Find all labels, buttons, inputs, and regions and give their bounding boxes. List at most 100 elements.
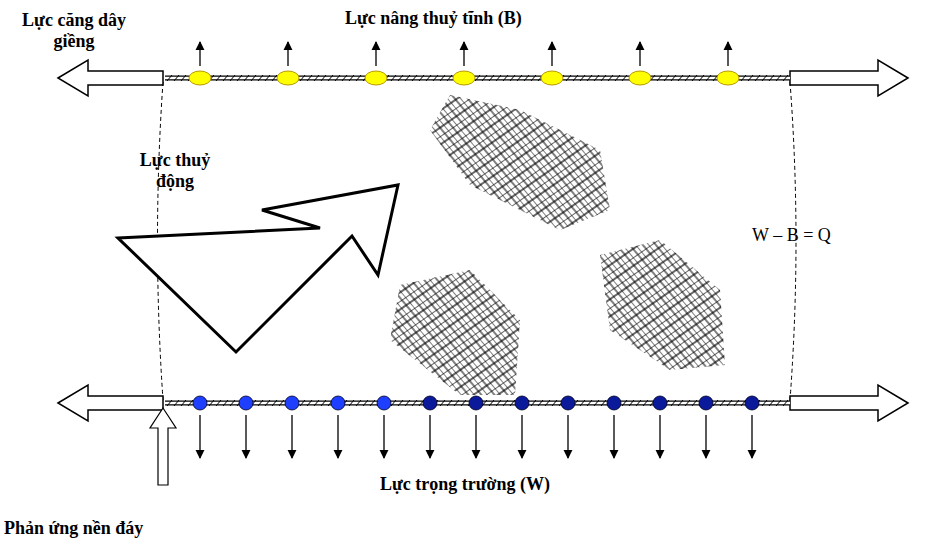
rope-twist [398, 400, 403, 406]
rope-twist [643, 400, 648, 406]
buoyancy-arrow [199, 42, 200, 66]
rope-twist [482, 75, 487, 81]
rope-twist [223, 400, 228, 406]
rope-twist [587, 75, 592, 81]
rope-twist [447, 400, 452, 406]
float [629, 71, 651, 85]
rope-twist [678, 75, 683, 81]
rope-twist [405, 75, 410, 81]
rope-twist [678, 400, 683, 406]
rope-twist [307, 75, 312, 81]
gravity-arrow [705, 415, 706, 458]
sinker [607, 396, 621, 410]
rope-twist [356, 400, 361, 406]
rope-twist [279, 400, 284, 406]
sinker [469, 396, 483, 410]
sinker [561, 396, 575, 410]
rope-twist [699, 75, 704, 81]
rope-twist [762, 400, 767, 406]
buoyancy-arrow [639, 42, 640, 66]
rope-twist [223, 75, 228, 81]
rope-twist [552, 400, 557, 406]
net-mesh [390, 95, 725, 395]
rope-twist [566, 75, 571, 81]
rope-twist [349, 400, 354, 406]
rope-twist [783, 75, 788, 81]
rope-twist [237, 75, 242, 81]
rope-twist [727, 400, 732, 406]
rope-twist [755, 75, 760, 81]
sinker [285, 396, 299, 410]
gravity-arrow [199, 415, 200, 458]
float [541, 71, 563, 85]
rope-twist [720, 400, 725, 406]
rope-twist [783, 400, 788, 406]
sinkers [193, 396, 759, 458]
hydrodynamic-arrow [118, 185, 398, 352]
rope-twist [489, 400, 494, 406]
buoyancy-arrow [463, 42, 464, 66]
sinker [699, 396, 713, 410]
rope-twist [265, 400, 270, 406]
rope-twist [188, 400, 193, 406]
sinker [745, 396, 759, 410]
rope-twist [174, 75, 179, 81]
gravity-arrow [659, 415, 660, 458]
rope-twist [671, 400, 676, 406]
rope [165, 76, 790, 81]
rope-twist [272, 400, 277, 406]
tension-arrow [790, 385, 908, 421]
sinker [193, 396, 207, 410]
gravity-arrow [429, 415, 430, 458]
rope-twist [776, 400, 781, 406]
rope-twist [594, 75, 599, 81]
rope-twist [573, 75, 578, 81]
rope-twist [503, 400, 508, 406]
gravity-arrow [475, 415, 476, 458]
rope-twist [251, 75, 256, 81]
buoyancy-arrow [727, 42, 728, 66]
rope-twist [419, 75, 424, 81]
sinker [377, 396, 391, 410]
rope-twist [391, 400, 396, 406]
tension-arrow [790, 60, 908, 96]
rope-twist [391, 75, 396, 81]
rope-twist [664, 75, 669, 81]
rope-twist [370, 400, 375, 406]
rope-twist [741, 75, 746, 81]
rope-twist [258, 75, 263, 81]
buoyancy-arrow [551, 42, 552, 66]
sinker [515, 396, 529, 410]
rope-twist [216, 400, 221, 406]
rope-twist [300, 75, 305, 81]
rope-twist [398, 75, 403, 81]
gravity-arrow [337, 415, 338, 458]
rope-twist [706, 75, 711, 81]
rope-twist [412, 400, 417, 406]
rope-twist [335, 75, 340, 81]
rope-twist [580, 400, 585, 406]
rope-twist [601, 400, 606, 406]
float [717, 71, 739, 85]
rope-twist [769, 400, 774, 406]
rope-twist [496, 400, 501, 406]
rope-twist [594, 400, 599, 406]
rope-twist [503, 75, 508, 81]
rope-twist [531, 400, 536, 406]
gravity-arrow [291, 415, 292, 458]
rope-twist [622, 400, 627, 406]
rope-twist [174, 400, 179, 406]
rope-twist [356, 75, 361, 81]
rope-twist [475, 75, 480, 81]
rope-twist [657, 75, 662, 81]
rope-twist [412, 75, 417, 81]
gravity-arrow [383, 415, 384, 458]
equation-label: W – B = Q [752, 225, 872, 246]
rope-twist [748, 75, 753, 81]
rope-twist [517, 75, 522, 81]
rope-twist [265, 75, 270, 81]
buoyancy-arrow [287, 42, 288, 66]
rope-twist [531, 75, 536, 81]
rope-twist [622, 75, 627, 81]
